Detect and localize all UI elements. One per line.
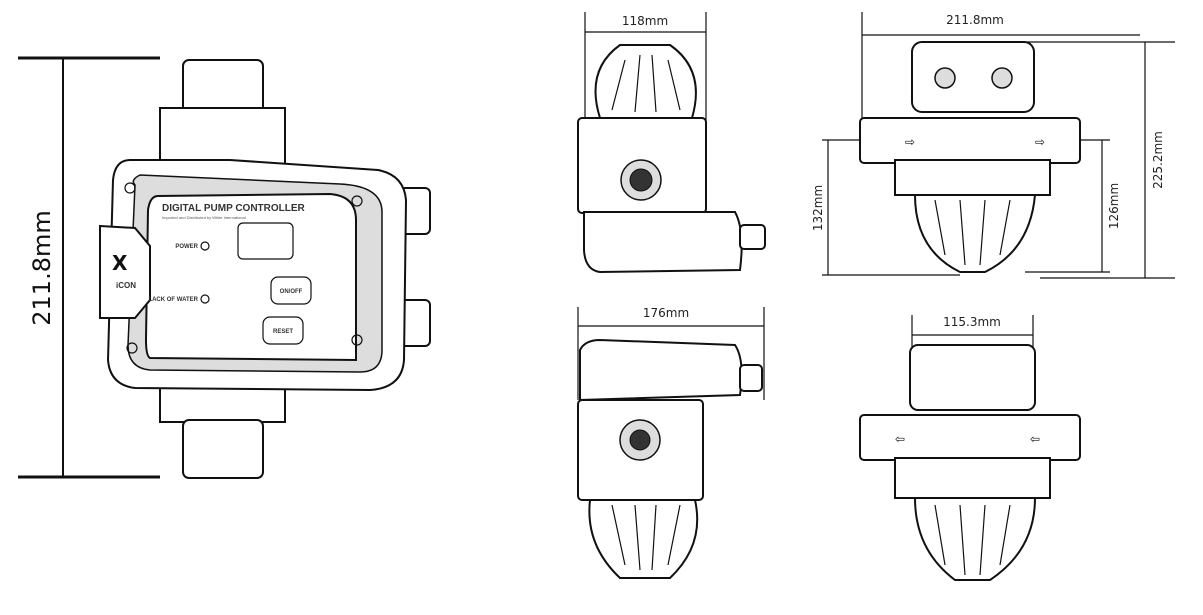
rear-right-height-dimension: 126mm [1107, 183, 1121, 229]
side-top-width-dimension: 118mm [622, 14, 668, 28]
power-label: POWER [175, 244, 198, 250]
rear-left-height-dimension: 132mm [811, 185, 825, 231]
rear-view-bottom: 115.3mm ⇦ ⇦ [859, 315, 1081, 581]
side-bottom-width-dimension: 176mm [643, 306, 689, 320]
rear-top-height-dimension: 225.2mm [1151, 131, 1165, 189]
svg-text:⇨: ⇨ [1035, 135, 1045, 149]
side-view-top: 118mm [577, 12, 766, 274]
svg-text:⇦: ⇦ [1030, 432, 1040, 446]
svg-text:⇦: ⇦ [895, 432, 905, 446]
panel-subtitle: Imported and Distributed by White Intern… [162, 215, 246, 220]
svg-text:X: X [112, 251, 128, 275]
on-off-button [270, 276, 312, 305]
power-led-icon [200, 241, 210, 251]
rear-top-width-dimension: 211.8mm [946, 13, 1004, 27]
reset-button [262, 316, 304, 345]
side-view-bottom: 176mm [577, 306, 765, 579]
brand-logo: iCON [116, 281, 136, 290]
front-view: 211.8mm X iCON DIGITAL PUMP CONTROLLER I… [18, 56, 431, 479]
on-off-label: ON/OFF [280, 289, 303, 295]
front-height-dimension: 211.8mm [28, 210, 56, 325]
panel-title: DIGITAL PUMP CONTROLLER [162, 203, 306, 214]
reset-label: RESET [273, 329, 293, 335]
rear-bottom-width-dimension: 115.3mm [943, 315, 1001, 329]
display-screen [237, 222, 294, 260]
svg-text:⇨: ⇨ [905, 135, 915, 149]
lack-of-water-label: LACK OF WATER [148, 297, 198, 303]
rear-view-top: 211.8mm 225.2mm 132mm 126mm ⇨ ⇨ [811, 12, 1175, 279]
lack-of-water-led-icon [200, 294, 210, 304]
